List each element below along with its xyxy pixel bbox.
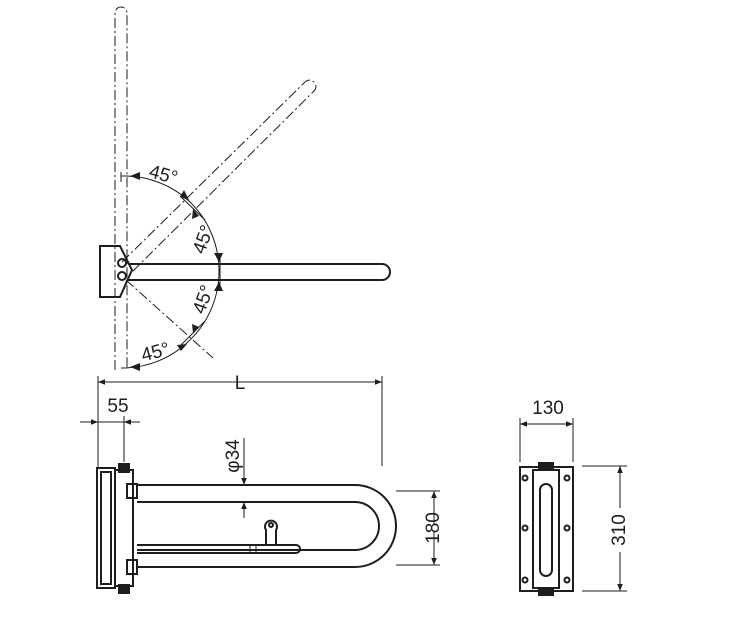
angle-label-bottom: 45° [139,339,172,367]
phantom-line-lower-45 [125,279,214,359]
paper-holder-bar [137,544,301,554]
side-view [519,462,574,596]
holder-knob [264,519,278,545]
plate-height-label: 310 [609,514,630,546]
phantom-bar-vertical [114,6,128,370]
height-label: 180 [423,512,444,544]
angle-label-lower-right: 45° [189,282,219,316]
plate-width-label: 130 [532,398,564,419]
phantom-bar-45 [121,79,317,276]
dimension-height: 180 [396,490,444,566]
diameter-label: φ34 [223,439,244,473]
angle-arc-right [189,202,220,341]
u-shaped-bar [137,484,397,568]
horizontal-bar [128,263,391,281]
dimension-plate-width: 130 [519,398,574,462]
wall-plate [96,467,116,589]
top-view: 45° 45° 45° 45° [99,6,391,371]
angle-label-upper-right: 45° [189,222,219,256]
angle-label-top: 45° [147,161,180,189]
front-view: φ34 [96,438,397,594]
dimension-plate-height: 310 [582,465,630,592]
offset-label: 55 [107,396,128,417]
length-label: L [235,373,246,394]
pivot-lower [117,271,127,281]
wall-bracket [99,245,134,298]
pivot-upper [117,258,127,268]
dimension-offset: 55 [80,396,140,462]
